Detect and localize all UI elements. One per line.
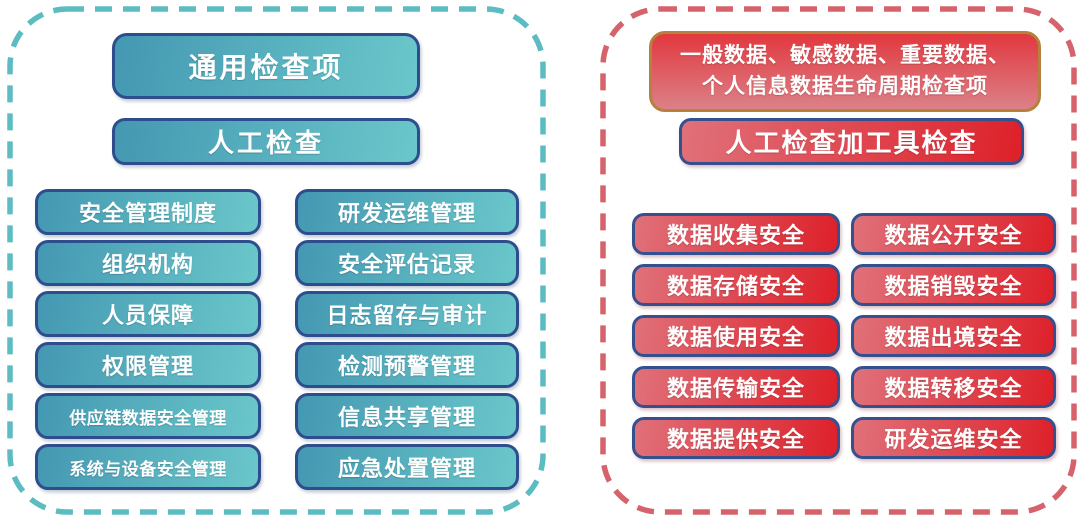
- left-item: 供应链数据安全管理: [35, 393, 261, 439]
- right-item: 数据存储安全: [632, 264, 840, 306]
- right-item: 数据公开安全: [851, 213, 1056, 255]
- left-panel-items-grid: 安全管理制度 组织机构 人员保障 权限管理 供应链数据安全管理 系统与设备安全管…: [35, 189, 519, 490]
- left-panel-title: 通用检查项: [112, 33, 420, 99]
- right-item: 数据传输安全: [632, 366, 840, 408]
- right-panel-dashed-border: [600, 6, 1077, 515]
- left-item: 研发运维管理: [295, 189, 519, 235]
- right-item: 数据收集安全: [632, 213, 840, 255]
- right-item: 数据使用安全: [632, 315, 840, 357]
- left-item: 权限管理: [35, 342, 261, 388]
- left-item: 安全评估记录: [295, 240, 519, 286]
- left-item: 人员保障: [35, 291, 261, 337]
- right-panel-title-line1: 一般数据、敏感数据、重要数据、: [680, 44, 1010, 68]
- left-item: 安全管理制度: [35, 189, 261, 235]
- right-item: 数据提供安全: [632, 417, 840, 459]
- left-item: 检测预警管理: [295, 342, 519, 388]
- right-panel-method: 人工检查加工具检查: [679, 118, 1024, 165]
- right-panel-items-grid: 数据收集安全 数据存储安全 数据使用安全 数据传输安全 数据提供安全 数据公开安…: [632, 213, 1056, 459]
- right-item: 数据出境安全: [851, 315, 1056, 357]
- left-item: 应急处置管理: [295, 444, 519, 490]
- left-item: 信息共享管理: [295, 393, 519, 439]
- left-panel-method: 人工检查: [112, 118, 420, 165]
- left-panel-dashed-border: [7, 6, 546, 515]
- right-item: 研发运维安全: [851, 417, 1056, 459]
- right-item: 数据转移安全: [851, 366, 1056, 408]
- left-item: 组织机构: [35, 240, 261, 286]
- right-panel-title-line2: 个人信息数据生命周期检查项: [702, 74, 988, 98]
- right-panel-title: 一般数据、敏感数据、重要数据、 个人信息数据生命周期检查项: [649, 31, 1041, 112]
- left-item: 系统与设备安全管理: [35, 444, 261, 490]
- left-item: 日志留存与审计: [295, 291, 519, 337]
- right-item: 数据销毁安全: [851, 264, 1056, 306]
